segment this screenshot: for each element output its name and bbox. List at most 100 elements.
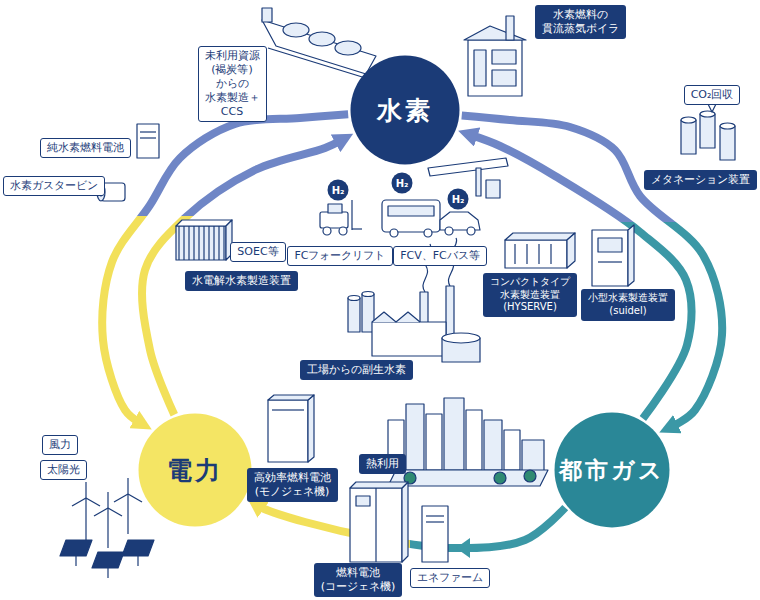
- hub-circle: 水素: [350, 55, 460, 165]
- city: [466, 410, 482, 470]
- soec-stack: [176, 226, 226, 260]
- outline-label: FCフォークリフト: [287, 246, 392, 266]
- city: [388, 470, 548, 486]
- label-box: 熱利用: [359, 454, 406, 474]
- node-text: 風力: [49, 438, 71, 452]
- lng-ship: [335, 41, 361, 55]
- suidel-unit: [592, 225, 634, 286]
- node-text: エネファーム: [417, 571, 483, 585]
- mono-fuel-cell: [268, 395, 314, 462]
- hydrogen-station: [428, 158, 508, 198]
- mono-fuel-cell: [268, 400, 308, 462]
- wind-turbines: [107, 492, 108, 508]
- node-text: H₂: [396, 178, 409, 189]
- boiler-building: [468, 40, 522, 96]
- fc-bus: [390, 229, 398, 237]
- solar-panels: [75, 556, 76, 566]
- fuel-cell-cabinet: [140, 131, 156, 132]
- label-box: 高効率燃料電池 (モノジェネ機): [247, 468, 338, 502]
- node-text: H₂: [332, 185, 345, 196]
- node-text: メタネーション装置: [651, 173, 750, 187]
- suidel-unit: [592, 230, 628, 286]
- cogen-fuel-cell: [350, 482, 408, 488]
- lng-ship: [283, 23, 309, 37]
- city: [426, 414, 442, 470]
- node-text: CO₂回収: [691, 88, 734, 102]
- node-text: FCV、FCバス等: [400, 249, 480, 263]
- hyserve-unit: [505, 233, 575, 240]
- solar-panels: [60, 540, 154, 578]
- lng-ship: [262, 8, 272, 22]
- node-text: 都市ガス: [559, 455, 665, 486]
- cogen-fuel-cell: [402, 482, 408, 562]
- wind-turbines: [86, 498, 100, 506]
- teal-arrowhead: [456, 538, 470, 558]
- node-text: 小型水素製造装置 (suidel): [588, 292, 668, 318]
- wind-turbines: [72, 478, 142, 548]
- mono-fuel-cell: [268, 395, 314, 400]
- factory: [446, 286, 454, 340]
- cogen-fuel-cell: [350, 488, 402, 562]
- solar-panels: [60, 540, 92, 556]
- label-box: 水素燃料の 貫流蒸気ボイラ: [535, 5, 626, 39]
- hyserve-unit: [526, 244, 527, 264]
- city: [388, 398, 548, 486]
- node-text: 工場からの副生水素: [307, 363, 406, 377]
- soec-stack: [176, 220, 232, 226]
- city: [494, 472, 506, 484]
- fcv-car: [440, 212, 480, 230]
- node-text: 電力: [167, 454, 223, 487]
- city: [524, 470, 536, 482]
- cogen-fuel-cell: [375, 488, 376, 562]
- co2-cylinders: [720, 126, 735, 160]
- fc-forklift: [320, 212, 348, 228]
- city: [406, 404, 424, 470]
- suidel-unit: [598, 238, 622, 252]
- outline-label: 太陽光: [40, 460, 87, 480]
- co2-cylinders: [700, 114, 715, 148]
- node-text: 水素燃料の 貫流蒸気ボイラ: [542, 8, 619, 36]
- node-text: 燃料電池 (コージェネ機): [321, 566, 396, 594]
- hyserve-unit: [505, 233, 575, 268]
- node-text: SOEC等: [237, 245, 278, 259]
- fc-forklift: [320, 200, 362, 235]
- node-text: 純水素燃料電池: [47, 141, 124, 155]
- hydrogen-station: [476, 168, 481, 196]
- lng-ship: [268, 48, 372, 80]
- solar-panels: [107, 568, 108, 578]
- fc-bus: [382, 200, 440, 232]
- wind-turbines: [85, 498, 86, 540]
- co2-cylinders: [708, 104, 716, 112]
- factory: [348, 296, 360, 301]
- outline-label: 風力: [42, 435, 78, 455]
- boiler-building: [474, 50, 486, 86]
- h2-bubble-shape: [392, 173, 413, 194]
- suidel-unit: [628, 225, 634, 286]
- outline-label: FCV、FCバス等: [393, 246, 487, 266]
- node-text: 高効率燃料電池 (モノジェネ機): [254, 471, 331, 499]
- factory: [348, 298, 360, 332]
- hyserve-unit: [505, 240, 567, 268]
- lng-ship: [309, 32, 335, 46]
- lng-ship: [262, 20, 376, 74]
- fc-forklift: [339, 227, 347, 235]
- node-text: 水素: [377, 94, 433, 127]
- factory: [442, 333, 480, 343]
- node-text: 未利用資源(褐炭等)からの 水素製造＋CCS: [205, 49, 260, 119]
- node-text: コンパクトタイプ 水素製造装置 (HYSERVE): [490, 276, 570, 314]
- wind-turbines: [114, 494, 128, 502]
- enefarm-unit: [426, 521, 444, 522]
- teal-arrowhead: [456, 538, 470, 558]
- co2-cylinders: [681, 104, 735, 160]
- solar-panels: [92, 552, 124, 568]
- boiler-building: [492, 70, 516, 86]
- fcv-car: [440, 212, 480, 235]
- fc-forklift: [352, 228, 362, 229]
- node-text: 熱利用: [366, 457, 399, 471]
- node-text: FCフォークリフト: [294, 249, 385, 263]
- wind-turbines: [85, 482, 86, 498]
- lng-ship: [262, 8, 376, 80]
- hub-circle-shape: [139, 414, 252, 527]
- flow-arrow: [258, 506, 565, 548]
